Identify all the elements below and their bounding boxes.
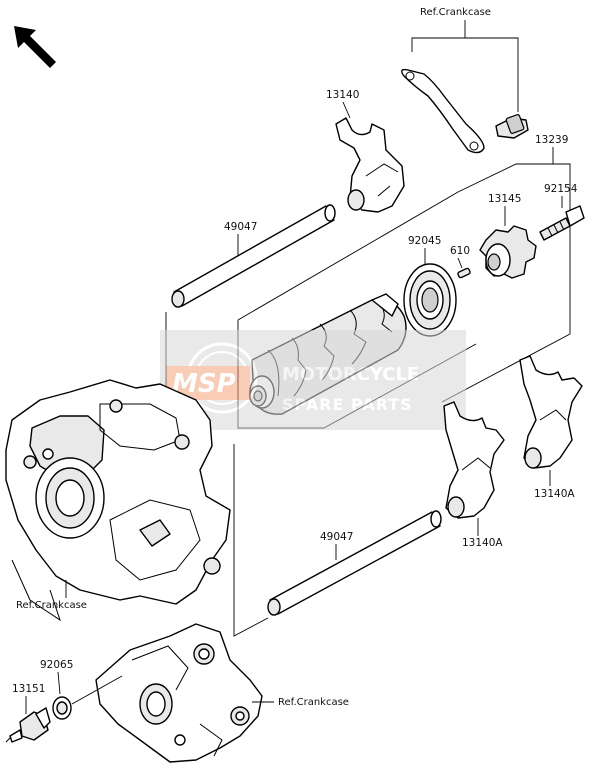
shift-fork-13140A-mid: 13140A [443, 401, 505, 549]
label-13145: 13145 [488, 193, 521, 205]
label-13140A-right: 13140A [534, 488, 575, 500]
front-arrow-icon [14, 26, 56, 68]
label-49047-upper: 49047 [224, 221, 257, 233]
label-13140A-mid: 13140A [462, 537, 503, 549]
crankcase-bracket-plate [401, 68, 529, 154]
label-92065: 92065 [40, 659, 73, 671]
gear-positioning-part-13145: 13145 [479, 193, 537, 279]
bolt-92154: 92154 [539, 183, 585, 241]
label-13151: 13151 [12, 683, 45, 695]
watermark-logo: MSP MOTORCYCLE SPARE PARTS [160, 330, 466, 430]
label-13140: 13140 [326, 89, 359, 101]
label-49047-lower: 49047 [320, 531, 353, 543]
neutral-switch-13151: 13151 [5, 683, 51, 743]
crankcase-bottom: Ref.Crankcase [95, 623, 349, 763]
washer-92065: 92065 [40, 659, 123, 720]
pin-610: 610 [450, 245, 471, 279]
label-610: 610 [450, 245, 470, 257]
label-13239: 13239 [535, 134, 568, 146]
ref-crankcase-bottom-label: Ref.Crankcase [278, 697, 349, 708]
watermark-line1: MOTORCYCLE [282, 364, 419, 385]
shift-fork-13140A-right: 13140A [519, 355, 583, 500]
crankcase-left: Ref.Crankcase [5, 379, 231, 622]
ref-crankcase-top-callout: Ref.Crankcase [411, 7, 519, 112]
label-92154: 92154 [544, 183, 578, 195]
shift-fork-13140: 13140 [326, 89, 405, 213]
ref-crankcase-left-label: Ref.Crankcase [16, 600, 87, 611]
shaft-49047-lower: 49047 [233, 444, 442, 637]
bearing-92045: 92045 [403, 235, 457, 337]
label-92045: 92045 [408, 235, 441, 247]
shaft-49047-upper: 49047 [171, 204, 336, 308]
ref-crankcase-top-label: Ref.Crankcase [420, 7, 491, 18]
watermark-line2: SPARE PARTS [282, 395, 413, 414]
